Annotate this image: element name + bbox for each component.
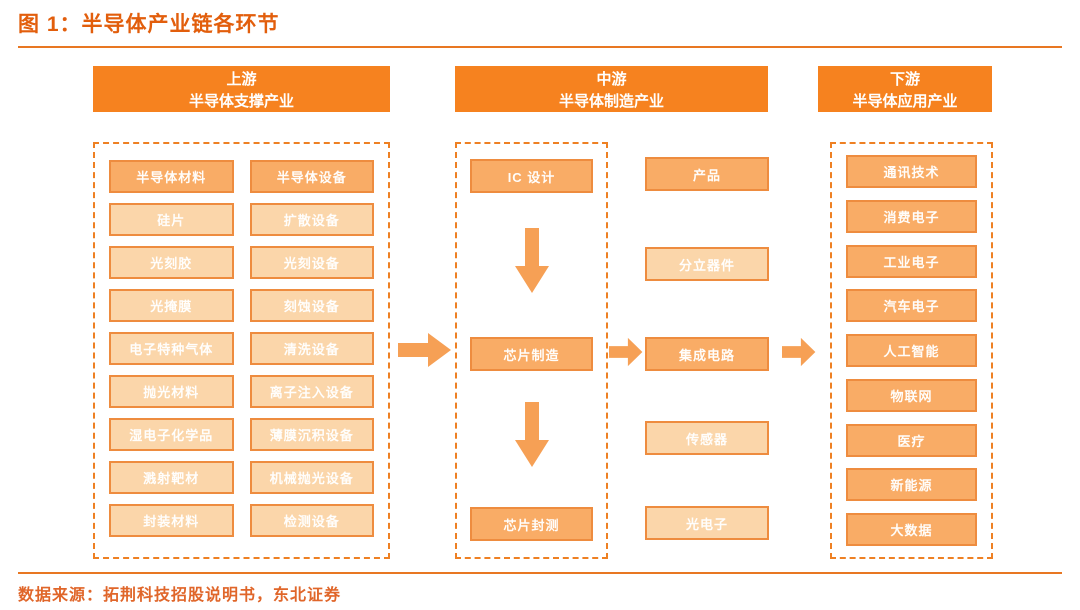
figure-title: 图 1：半导体产业链各环节 (18, 13, 280, 36)
node-products-label: 产品 (645, 157, 769, 191)
midstream-header-line1: 中游 (596, 71, 627, 88)
application-node: 通讯技术 (846, 155, 977, 188)
upstream-node: 检测设备 (249, 504, 374, 537)
application-node: 人工智能 (846, 334, 977, 367)
data-source-text: 数据来源：拓荆科技招股说明书，东北证券 (18, 587, 342, 604)
application-node: 医疗 (846, 423, 977, 457)
midstream-header-line2: 半导体制造产业 (558, 92, 664, 110)
upstream-node: 扩散设备 (249, 203, 374, 236)
upstream-node: 刻蚀设备 (249, 289, 374, 322)
arrow-down-icon (514, 402, 550, 468)
application-node: 工业电子 (846, 244, 977, 278)
upstream-node: 电子特种气体 (109, 332, 234, 365)
upstream-node: 机械抛光设备 (249, 461, 374, 494)
source-divider (18, 572, 1062, 574)
node-chip-packaging-testing: 芯片封测 (470, 507, 593, 541)
arrow-right-icon (609, 337, 643, 367)
upstream-node: 清洗设备 (249, 332, 374, 365)
upstream-node: 光刻设备 (249, 246, 374, 279)
node-integrated-circuit: 集成电路 (645, 337, 769, 371)
upstream-node: 溅射靶材 (109, 461, 234, 494)
downstream-header: 下游 半导体应用产业 (818, 66, 992, 112)
midstream-header: 中游 半导体制造产业 (455, 66, 768, 112)
upstream-header: 上游 半导体支撑产业 (93, 66, 390, 112)
application-node: 物联网 (846, 378, 977, 412)
application-node: 新能源 (846, 468, 977, 502)
upstream-node: 抛光材料 (109, 375, 234, 408)
node-optoelectronics: 光电子 (645, 506, 769, 540)
upstream-node: 封装材料 (109, 504, 234, 537)
title-divider (18, 46, 1062, 48)
node-ic-design: IC 设计 (470, 159, 593, 193)
upstream-node: 光刻胶 (109, 246, 234, 279)
arrow-right-icon (398, 332, 452, 368)
upstream-node: 光掩膜 (109, 289, 234, 322)
upstream-node: 半导体材料 (109, 160, 234, 193)
node-chip-manufacturing: 芯片制造 (470, 337, 593, 371)
upstream-node: 离子注入设备 (249, 375, 374, 408)
upstream-header-line2: 半导体支撑产业 (188, 92, 294, 110)
node-sensor: 传感器 (645, 421, 769, 455)
arrow-right-icon (782, 337, 816, 367)
application-node: 消费电子 (846, 199, 977, 233)
upstream-grid: 半导体材料硅片光刻胶光掩膜电子特种气体抛光材料湿电子化学品溅射靶材封装材料 半导体… (109, 160, 374, 541)
upstream-node: 薄膜沉积设备 (249, 418, 374, 451)
downstream-container: 通讯技术消费电子工业电子汽车电子人工智能物联网医疗新能源大数据 (830, 142, 993, 559)
upstream-node: 硅片 (109, 203, 234, 236)
downstream-header-line1: 下游 (889, 71, 920, 88)
upstream-node: 湿电子化学品 (109, 418, 234, 451)
application-node: 汽车电子 (846, 289, 977, 323)
midstream-container: IC 设计 芯片制造 芯片封测 (455, 142, 608, 559)
arrow-down-icon (514, 228, 550, 294)
upstream-node: 半导体设备 (249, 160, 374, 193)
downstream-header-line2: 半导体应用产业 (852, 92, 958, 110)
application-node: 大数据 (846, 513, 977, 546)
node-discrete-devices: 分立器件 (645, 247, 769, 281)
upstream-container: 半导体材料硅片光刻胶光掩膜电子特种气体抛光材料湿电子化学品溅射靶材封装材料 半导体… (93, 142, 390, 559)
upstream-header-line1: 上游 (226, 71, 257, 88)
